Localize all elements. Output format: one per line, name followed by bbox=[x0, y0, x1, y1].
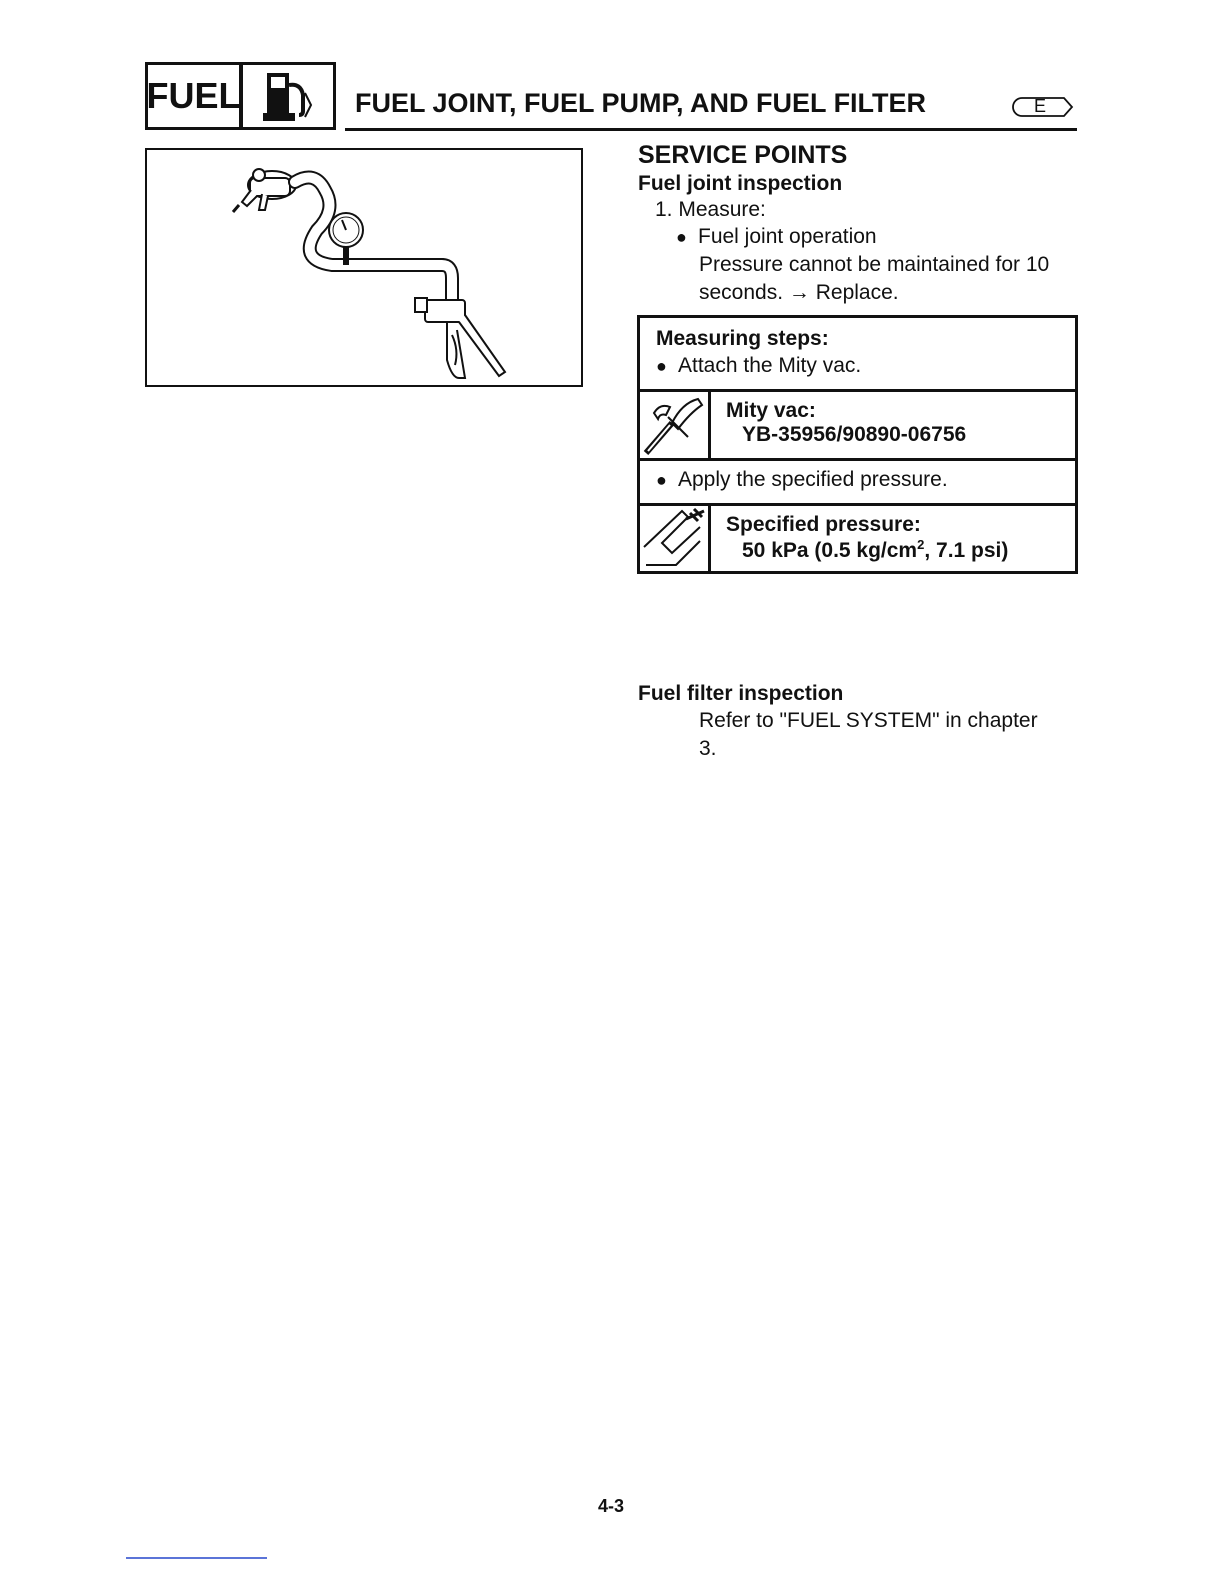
fuel-joint-desc-line1: Pressure cannot be maintained for 10 bbox=[699, 253, 1050, 276]
bullet-fuel-joint-operation: ● Fuel joint operation bbox=[676, 225, 877, 249]
table-divider bbox=[640, 458, 1075, 461]
fuel-joint-mity-vac-illustration bbox=[231, 168, 507, 379]
header-rule bbox=[345, 128, 1077, 131]
spec-value-a: 50 kPa (0.5 kg/cm bbox=[742, 539, 918, 562]
spec-value-b: , 7.1 psi) bbox=[924, 539, 1009, 562]
measuring-step-2-text: Apply the specified pressure. bbox=[678, 468, 948, 491]
bullet-icon: ● bbox=[656, 356, 667, 376]
table-divider bbox=[640, 503, 1075, 506]
language-badge-label: E bbox=[1034, 96, 1047, 116]
bullet-icon: ● bbox=[656, 470, 667, 490]
table-divider bbox=[708, 389, 711, 459]
section-label: FUEL bbox=[146, 75, 241, 116]
section-label-box: FUEL bbox=[145, 62, 242, 130]
language-badge: E bbox=[1012, 96, 1074, 118]
service-points-heading: SERVICE POINTS bbox=[638, 141, 848, 169]
page-title: FUEL JOINT, FUEL PUMP, AND FUEL FILTER bbox=[355, 88, 927, 118]
measuring-step-1: ● Attach the Mity vac. bbox=[656, 354, 861, 378]
illustration-frame bbox=[145, 148, 583, 387]
caliper-icon bbox=[642, 507, 706, 574]
tool-part-number: YB-35956/90890-06756 bbox=[742, 423, 967, 446]
table-divider bbox=[708, 503, 711, 571]
measuring-step-2: ● Apply the specified pressure. bbox=[656, 468, 948, 492]
fuel-filter-desc-line2: 3. bbox=[699, 737, 717, 760]
fuel-filter-desc-line1: Refer to "FUEL SYSTEM" in chapter bbox=[699, 709, 1038, 732]
table-divider bbox=[640, 389, 1075, 392]
spec-value-superscript: 2 bbox=[917, 537, 925, 552]
step-measure: 1. Measure: bbox=[655, 198, 766, 221]
bullet-text: Fuel joint operation bbox=[698, 225, 877, 248]
measuring-step-1-text: Attach the Mity vac. bbox=[678, 354, 862, 377]
spec-value: 50 kPa (0.5 kg/cm2, 7.1 psi) bbox=[742, 537, 1008, 563]
tool-label: Mity vac: bbox=[726, 399, 816, 422]
bullet-icon: ● bbox=[676, 227, 687, 247]
measuring-steps-table: Measuring steps: ● Attach the Mity vac. M… bbox=[637, 315, 1078, 574]
measuring-steps-title: Measuring steps: bbox=[656, 327, 829, 350]
fuel-pump-icon bbox=[240, 62, 336, 130]
special-tool-icon bbox=[642, 393, 706, 462]
footer-link-underline bbox=[126, 1557, 267, 1559]
fuel-joint-inspection-title: Fuel joint inspection bbox=[638, 172, 843, 195]
fuel-joint-desc-line2: seconds. → Replace. bbox=[699, 281, 899, 304]
fuel-filter-inspection-title: Fuel filter inspection bbox=[638, 682, 844, 705]
spec-label: Specified pressure: bbox=[726, 513, 921, 536]
page-number: 4-3 bbox=[598, 1496, 625, 1516]
